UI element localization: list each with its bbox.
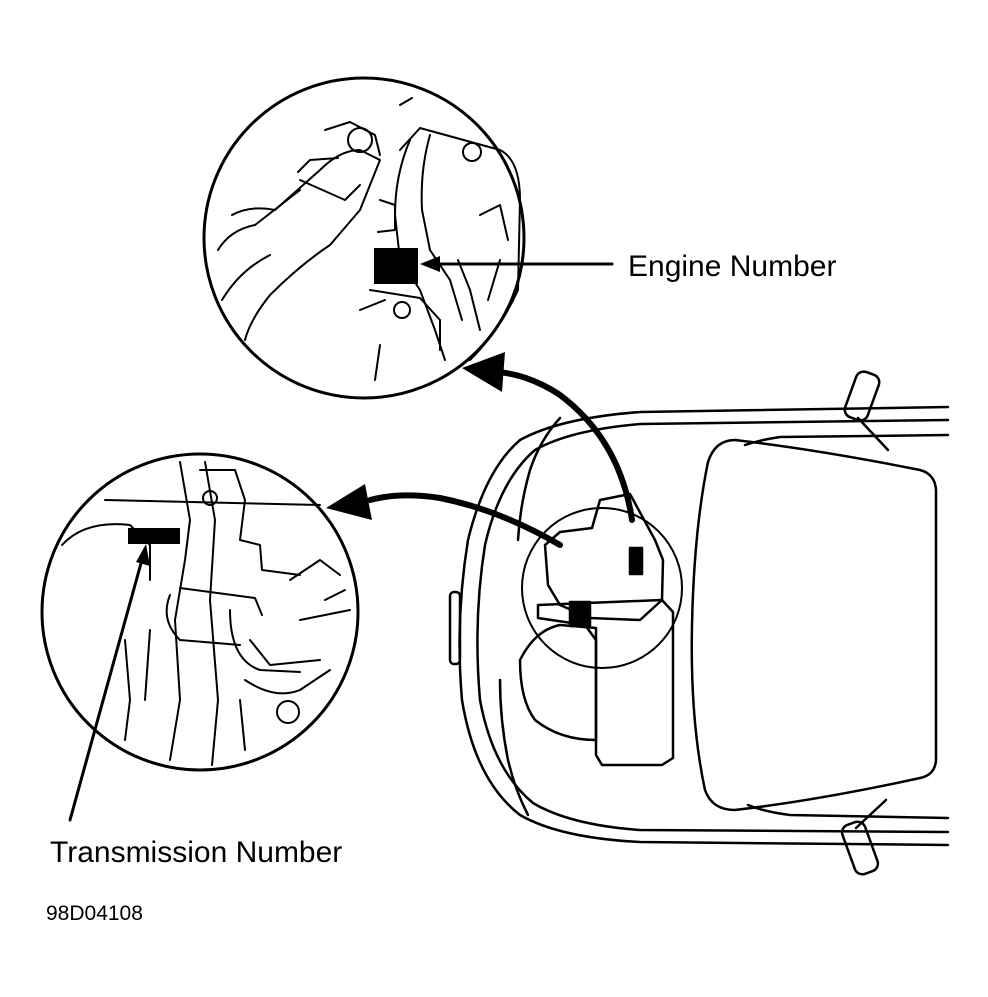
air-box	[518, 623, 598, 742]
engine-number-spot	[628, 546, 644, 576]
transmission-number-spot	[568, 600, 592, 628]
pointer-arrows	[326, 352, 635, 548]
front-fender-lower	[498, 678, 530, 817]
engine-number-stamp	[374, 248, 418, 284]
front-fender-upper	[516, 416, 562, 542]
mirror-upper	[843, 370, 890, 452]
arrow-to-engine-inset	[495, 369, 635, 523]
transmission-number-label: Transmission Number	[50, 836, 343, 869]
engine-highlight-circle	[521, 507, 683, 669]
transmission-detail-inset	[40, 452, 360, 822]
car-hood	[690, 438, 938, 812]
engine-detail-inset	[202, 76, 614, 400]
side-marker	[448, 590, 462, 666]
figure-id: 98D04108	[46, 902, 143, 925]
transmission-inset-circle	[40, 452, 360, 772]
engine-inset-circle	[202, 76, 526, 400]
arrow-to-transmission-inset	[367, 492, 563, 548]
car-cowl-upper	[743, 433, 950, 447]
engine-number-label: Engine Number	[628, 250, 837, 283]
car-cowl-lower	[746, 803, 950, 820]
transmission-leader-line	[68, 554, 145, 822]
transmission-number-stamp	[128, 528, 180, 544]
car-body-inner-line	[476, 418, 950, 834]
car-top-view	[448, 370, 950, 876]
mirror-lower	[840, 798, 888, 876]
